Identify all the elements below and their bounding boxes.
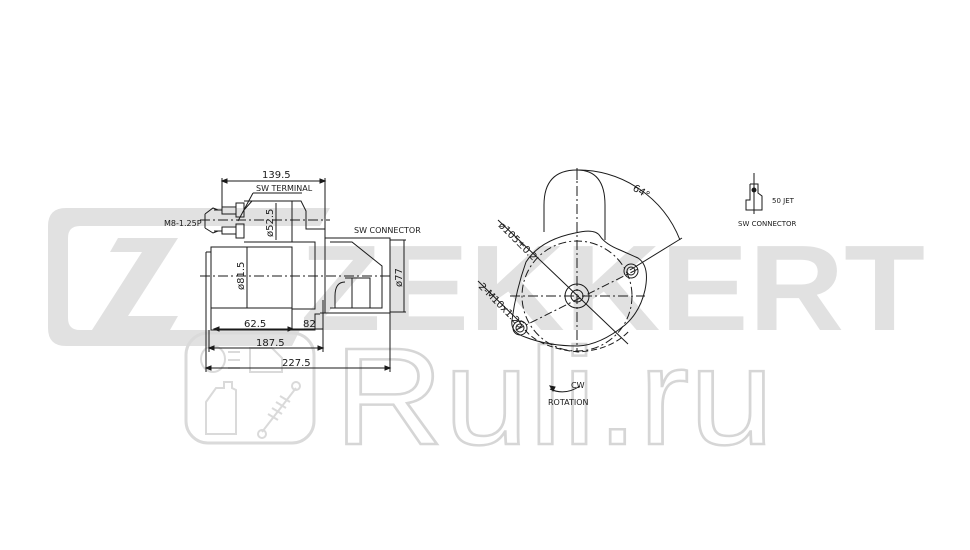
label-rotation: ROTATION (548, 398, 589, 407)
label-direction: CW (571, 381, 585, 390)
label-sw-terminal: SW TERMINAL (256, 184, 313, 193)
dim-len-82: 82 (303, 319, 316, 330)
dim-flange-dia: ø77 (394, 268, 405, 287)
label-thread: M8-1.25P (164, 219, 202, 228)
oil-bottle-icon (205, 381, 237, 435)
watermark-z-frame (48, 208, 330, 346)
label-sw-connector-side: SW CONNECTOR (354, 226, 421, 235)
label-sw-connector-detail: SW CONNECTOR (738, 220, 797, 228)
side-view (200, 178, 406, 372)
dim-solenoid-dia: ø52.5 (265, 209, 276, 237)
dim-len-62-5: 62.5 (244, 319, 266, 330)
watermark-ruli-badge (184, 331, 316, 445)
dim-len-227-5: 227.5 (282, 358, 311, 369)
watermark-z-letter (92, 238, 178, 330)
label-angle: 64° (631, 183, 652, 201)
dim-motor-dia: ø81.5 (236, 262, 247, 290)
front-view (477, 168, 683, 393)
shock-absorber-icon (257, 381, 301, 439)
watermark-site-text: Ruli.ru (334, 320, 774, 474)
dim-len-187-5: 187.5 (256, 338, 285, 349)
dim-overall-top: 139.5 (262, 170, 291, 181)
label-50-jet: 50 JET (772, 197, 795, 205)
connector-detail (745, 173, 763, 214)
